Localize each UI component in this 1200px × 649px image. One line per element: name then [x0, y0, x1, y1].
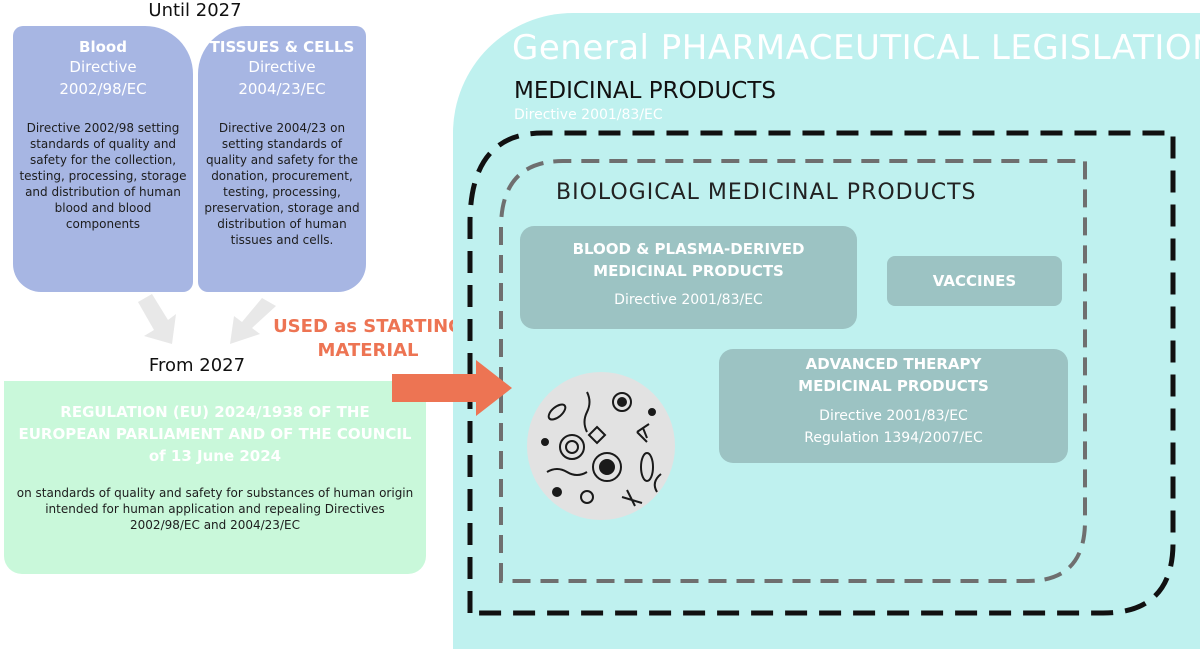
vaccines-label: VACCINES: [932, 272, 1017, 290]
used-label-line: USED as STARTING: [273, 316, 463, 337]
down-arrow-icon: [230, 298, 276, 344]
regulation-body: on standards of quality and safety for s…: [16, 486, 414, 532]
blood-directive-box: Blood Directive 2002/98/EC Directive 200…: [13, 26, 193, 292]
advanced-therapy-directive: Directive 2001/83/EC: [819, 408, 968, 424]
regulation-title-line: EUROPEAN PARLIAMENT AND OF THE COUNCIL: [18, 425, 412, 443]
regulation-title-line: of 13 June 2024: [148, 447, 282, 465]
right-arrow-icon: [392, 360, 512, 416]
panel-title: General PHARMACEUTICAL LEGISLATION: [512, 28, 1200, 68]
used-as-starting-material-label: USED as STARTING MATERIAL: [270, 315, 466, 363]
pharmaceutical-legislation-panel: [453, 13, 1200, 649]
advanced-therapy-heading-line: MEDICINAL PRODUCTS: [798, 377, 989, 395]
tissues-directive-label: Directive: [248, 58, 316, 76]
blood-directive-description: Directive 2002/98 setting standards of q…: [19, 121, 187, 231]
blood-directive-heading: Blood: [79, 38, 127, 56]
medicinal-products-directive: Directive 2001/83/EC: [514, 107, 663, 123]
tissues-directive-number: 2004/23/EC: [238, 80, 326, 98]
tissues-directive-heading: TISSUES & CELLS: [209, 38, 355, 56]
dashed-borders: [467, 130, 1176, 616]
blood-plasma-heading-line: MEDICINAL PRODUCTS: [593, 262, 784, 280]
advanced-therapy-box: ADVANCED THERAPY MEDICINAL PRODUCTS Dire…: [719, 349, 1068, 463]
grey-arrows: [138, 294, 276, 344]
down-arrow-icon: [138, 294, 176, 344]
medicinal-products-dashed-border: [467, 130, 1176, 616]
tissues-directive-description: Directive 2004/23 on setting standards o…: [204, 121, 360, 247]
blood-directive-label: Directive: [69, 58, 137, 76]
advanced-therapy-legislation: Directive 2001/83/EC Regulation 1394/200…: [719, 405, 1068, 449]
blood-plasma-box: BLOOD & PLASMA-DERIVED MEDICINAL PRODUCT…: [520, 226, 857, 329]
from-2027-label: From 2027: [148, 355, 246, 376]
blood-plasma-heading: BLOOD & PLASMA-DERIVED MEDICINAL PRODUCT…: [520, 238, 857, 282]
vaccines-box: VACCINES: [887, 256, 1062, 306]
tissues-directive-box: TISSUES & CELLS Directive 2004/23/EC Dir…: [198, 26, 366, 292]
microorganisms-illustration: [527, 372, 675, 520]
blood-plasma-heading-line: BLOOD & PLASMA-DERIVED: [572, 240, 805, 258]
advanced-therapy-regulation: Regulation 1394/2007/EC: [804, 430, 983, 446]
biological-products-dashed-border: [499, 159, 1087, 583]
regulation-title: REGULATION (EU) 2024/1938 OF THE EUROPEA…: [4, 401, 426, 467]
blood-directive-number: 2002/98/EC: [59, 80, 147, 98]
regulation-title-line: REGULATION (EU) 2024/1938 OF THE: [60, 403, 370, 421]
advanced-therapy-heading: ADVANCED THERAPY MEDICINAL PRODUCTS: [719, 353, 1068, 397]
until-2027-label: Until 2027: [148, 0, 242, 21]
biological-medicinal-products-title: BIOLOGICAL MEDICINAL PRODUCTS: [556, 180, 977, 205]
blood-plasma-directive: Directive 2001/83/EC: [614, 292, 763, 308]
used-label-line: MATERIAL: [317, 340, 419, 361]
medicinal-products-title: MEDICINAL PRODUCTS: [514, 78, 776, 104]
advanced-therapy-heading-line: ADVANCED THERAPY: [805, 355, 982, 373]
regulation-box: REGULATION (EU) 2024/1938 OF THE EUROPEA…: [4, 381, 426, 574]
